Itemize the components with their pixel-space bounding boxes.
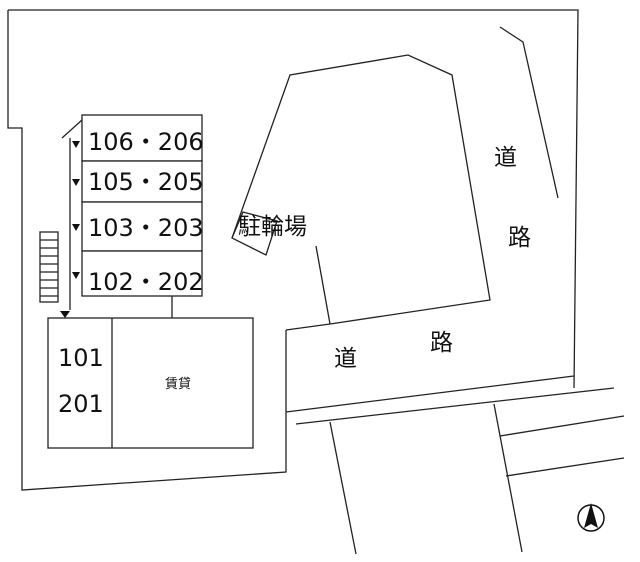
road-label-right-1: 道 — [494, 145, 517, 171]
entrance-marker — [72, 141, 80, 148]
unit-box — [81, 250, 203, 297]
road-label-right-2: 路 — [508, 225, 531, 251]
lot-divider — [315, 245, 331, 325]
road-branch-left — [329, 421, 357, 555]
room-number-101: 101 — [58, 344, 104, 372]
unit-stack: 106・206 105・205 103・203 102・202 — [72, 114, 204, 297]
road-label-bottom-2: 路 — [430, 330, 453, 356]
bicycle-parking-box — [231, 211, 278, 256]
unit-label: 103・203 — [88, 214, 204, 242]
bicycle-parking-label: 駐輪場 — [238, 214, 307, 240]
open-lot-outline — [231, 54, 491, 325]
north-arrow-icon — [577, 503, 605, 532]
road-line-bottom — [295, 387, 615, 425]
entrance-marker — [72, 179, 80, 186]
entrance-marker — [60, 311, 70, 318]
stair-steps — [40, 239, 58, 297]
road-side-bottom — [505, 457, 625, 477]
unit-label: 102・202 — [88, 268, 204, 296]
entrance-marker — [72, 272, 80, 279]
lot-bottom-edge — [285, 323, 331, 331]
staircase — [39, 231, 59, 303]
road-side-top — [499, 415, 625, 437]
entrance-marker — [72, 224, 80, 231]
unit-label: 106・206 — [88, 128, 204, 156]
main-building: 101 201 賃貸 — [47, 311, 254, 449]
corridor-top — [61, 119, 83, 139]
road-label-bottom-1: 道 — [334, 346, 357, 372]
site-boundary-left — [7, 10, 287, 491]
unit-label: 105・205 — [88, 168, 204, 196]
road-line-top — [285, 375, 575, 413]
rental-label: 賃貸 — [165, 376, 191, 392]
site-boundary — [8, 9, 579, 389]
road-branch-right — [493, 403, 523, 553]
road-edge-upper-right — [499, 26, 559, 199]
room-number-201: 201 — [58, 390, 104, 418]
